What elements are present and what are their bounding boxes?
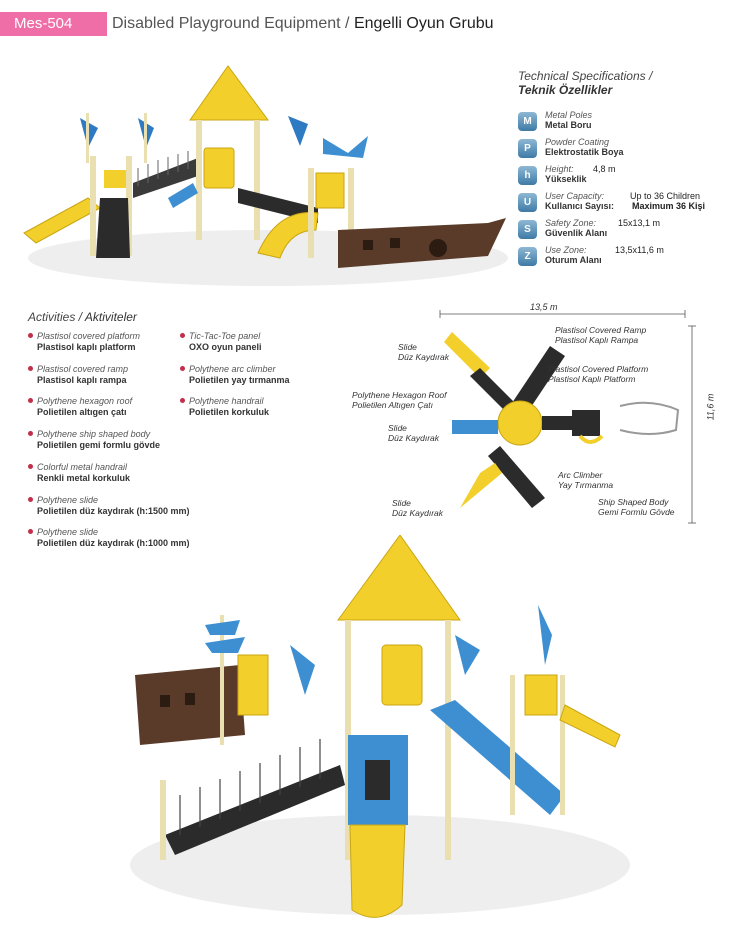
- use-zone-icon: Z: [518, 247, 537, 266]
- bullet-icon: [28, 431, 33, 436]
- spec-label-tr: Oturum Alanı: [545, 255, 602, 265]
- title-separator: /: [340, 15, 354, 32]
- activity-en: Polythene slide: [37, 527, 99, 537]
- bullet-icon: [28, 464, 33, 469]
- activity-en: Tic-Tac-Toe panel: [189, 331, 261, 341]
- activities-heading: Activities / Aktiviteler: [28, 310, 137, 324]
- product-illustration-top: [23, 65, 508, 286]
- spec-label-en: Metal Poles: [545, 110, 593, 120]
- bullet-icon: [28, 366, 33, 371]
- spec-label-en: Height:: [545, 164, 574, 174]
- bullet-icon: [180, 333, 185, 338]
- activity-tr: Plastisol kaplı platform: [37, 342, 136, 352]
- spec-value-capacity-tr: Maximum 36 Kişi: [632, 201, 706, 211]
- activity-tr: Polietilen altıgen çatı: [37, 407, 127, 417]
- bullet-icon: [180, 366, 185, 371]
- activity-en: Colorful metal handrail: [37, 462, 128, 472]
- powder-coating-icon: P: [518, 139, 537, 158]
- title-tr: Engelli Oyun Grubu: [353, 15, 494, 32]
- activity-tr: Renkli metal korkuluk: [37, 473, 131, 483]
- activity-en: Polythene handrail: [189, 396, 264, 406]
- activity-tr: OXO oyun paneli: [189, 342, 262, 352]
- spec-label-tr: Yükseklik: [545, 174, 587, 184]
- activities-heading-en: Activities /: [28, 310, 83, 324]
- activity-tr: Polietilen düz kaydırak (h:1000 mm): [37, 538, 190, 548]
- activity-tr: Polietilen gemi formlu gövde: [37, 440, 161, 450]
- title-en: Disabled Playground Equipment: [112, 15, 341, 32]
- spec-label-en: Use Zone:: [545, 245, 587, 255]
- spec-value-safety-zone: 15x13,1 m: [618, 218, 661, 228]
- specs-heading-tr: Teknik Özellikler: [518, 83, 613, 97]
- bullet-icon: [28, 529, 33, 534]
- spec-label-tr: Güvenlik Alanı: [545, 228, 608, 238]
- plan-width-dimension: 13,5 m: [530, 302, 558, 312]
- activity-en: Polythene ship shaped body: [37, 429, 151, 439]
- activity-en: Polythene slide: [37, 495, 99, 505]
- spec-value-use-zone: 13,5x11,6 m: [615, 245, 664, 255]
- activity-tr: Polietilen düz kaydırak (h:1500 mm): [37, 506, 190, 516]
- activities-heading-tr: Aktiviteler: [84, 310, 137, 324]
- page-title: Disabled Playground Equipment / Engelli …: [112, 12, 494, 36]
- user-capacity-icon: U: [518, 193, 537, 212]
- spec-label-en: Powder Coating: [545, 137, 610, 147]
- bullet-icon: [28, 333, 33, 338]
- activity-en: Polythene hexagon roof: [37, 396, 133, 406]
- plan-view-diagram: [439, 310, 696, 524]
- metal-pole-icon: M: [518, 112, 537, 131]
- plan-height-dimension: 11,6 m: [705, 393, 716, 421]
- product-illustration-bottom: [130, 535, 630, 918]
- height-icon: h: [518, 166, 537, 185]
- spec-value-height: 4,8 m: [593, 164, 616, 174]
- spec-value-capacity: Up to 36 Children: [630, 191, 701, 201]
- spec-label-tr: Kullanıcı Sayısı:: [545, 201, 615, 211]
- specs-heading: Technical Specifications / Teknik Özelli…: [518, 69, 652, 97]
- spec-label-tr: Metal Boru: [545, 120, 592, 130]
- spec-label-en: User Capacity:: [545, 191, 605, 201]
- spec-label-en: Safety Zone:: [545, 218, 597, 228]
- activity-tr: Polietilen yay tırmanma: [189, 375, 290, 385]
- bullet-icon: [180, 398, 185, 403]
- bullet-icon: [28, 497, 33, 502]
- activity-en: Polythene arc climber: [189, 364, 276, 374]
- specs-heading-en: Technical Specifications /: [518, 69, 653, 83]
- activity-en: Plastisol covered ramp: [37, 364, 129, 374]
- safety-zone-icon: S: [518, 220, 537, 239]
- activity-tr: Polietilen korkuluk: [189, 407, 270, 417]
- activity-en: Plastisol covered platform: [37, 331, 141, 341]
- spec-label-tr: Elektrostatik Boya: [545, 147, 624, 157]
- product-code-badge: Mes-504: [0, 12, 107, 36]
- bullet-icon: [28, 398, 33, 403]
- activity-tr: Plastisol kaplı rampa: [37, 375, 127, 385]
